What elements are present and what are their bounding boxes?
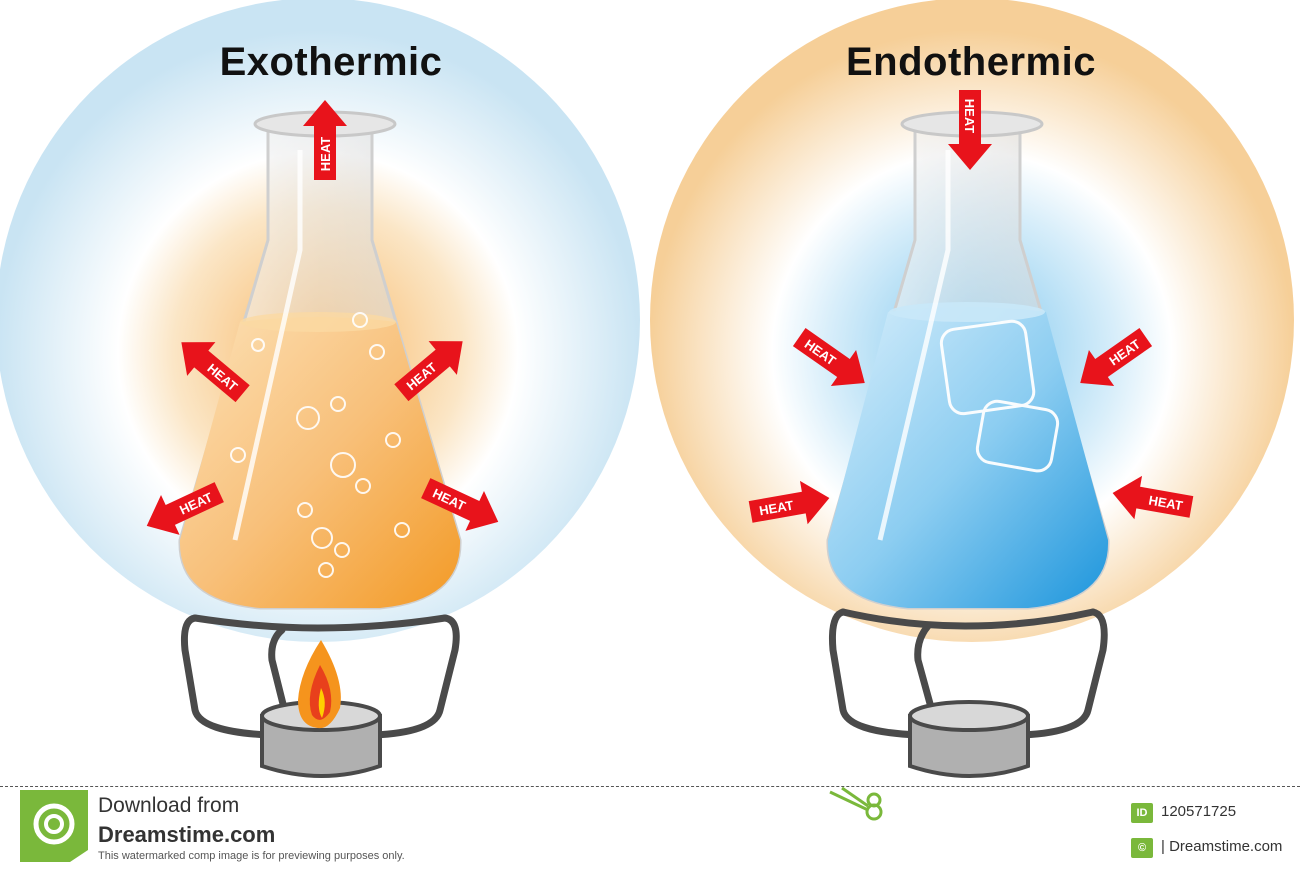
watermark-notice: This watermarked comp image is for previ…: [98, 850, 405, 862]
endo-heat-arrow-top: HEAT: [948, 90, 992, 170]
endothermic-candle: [908, 700, 1030, 778]
endothermic-flask: [826, 110, 1110, 610]
exothermic-liquid: [179, 317, 461, 608]
exothermic-flask: [178, 110, 462, 610]
exothermic-title: Exothermic: [219, 40, 443, 84]
bubbles: [230, 312, 410, 578]
dreamstime-logo-icon: [20, 790, 88, 862]
flame-icon: [298, 640, 341, 729]
watermark-footer: [0, 786, 1300, 876]
endo-heat-arrow-lower-left: HEAT: [748, 480, 830, 525]
endothermic-stand: [829, 608, 1108, 744]
download-from-text: Download from: [98, 794, 240, 817]
endo-heat-arrow-lower-right: HEAT: [1112, 475, 1194, 520]
credit-text[interactable]: | Dreamstime.com: [1161, 838, 1283, 855]
heat-label: HEAT: [758, 498, 795, 519]
heat-label: HEAT: [962, 99, 977, 133]
exothermic-stand: [181, 614, 460, 744]
exothermic-candle: [260, 700, 382, 778]
endothermic-liquid: [827, 307, 1109, 608]
copyright-badge-icon: ©: [1131, 838, 1153, 858]
heat-label: HEAT: [1147, 493, 1184, 514]
id-badge-icon: ID: [1131, 803, 1153, 823]
image-id: 120571725: [1161, 803, 1237, 820]
site-name-link[interactable]: Dreamstime.com: [98, 822, 276, 847]
heat-label: HEAT: [318, 137, 333, 171]
endothermic-title: Endothermic: [846, 40, 1096, 84]
scissors-icon: [829, 786, 883, 821]
exo-heat-arrow-top: HEAT: [303, 100, 347, 180]
dashed-divider: [0, 786, 1300, 787]
ice-cubes: [939, 319, 1060, 473]
